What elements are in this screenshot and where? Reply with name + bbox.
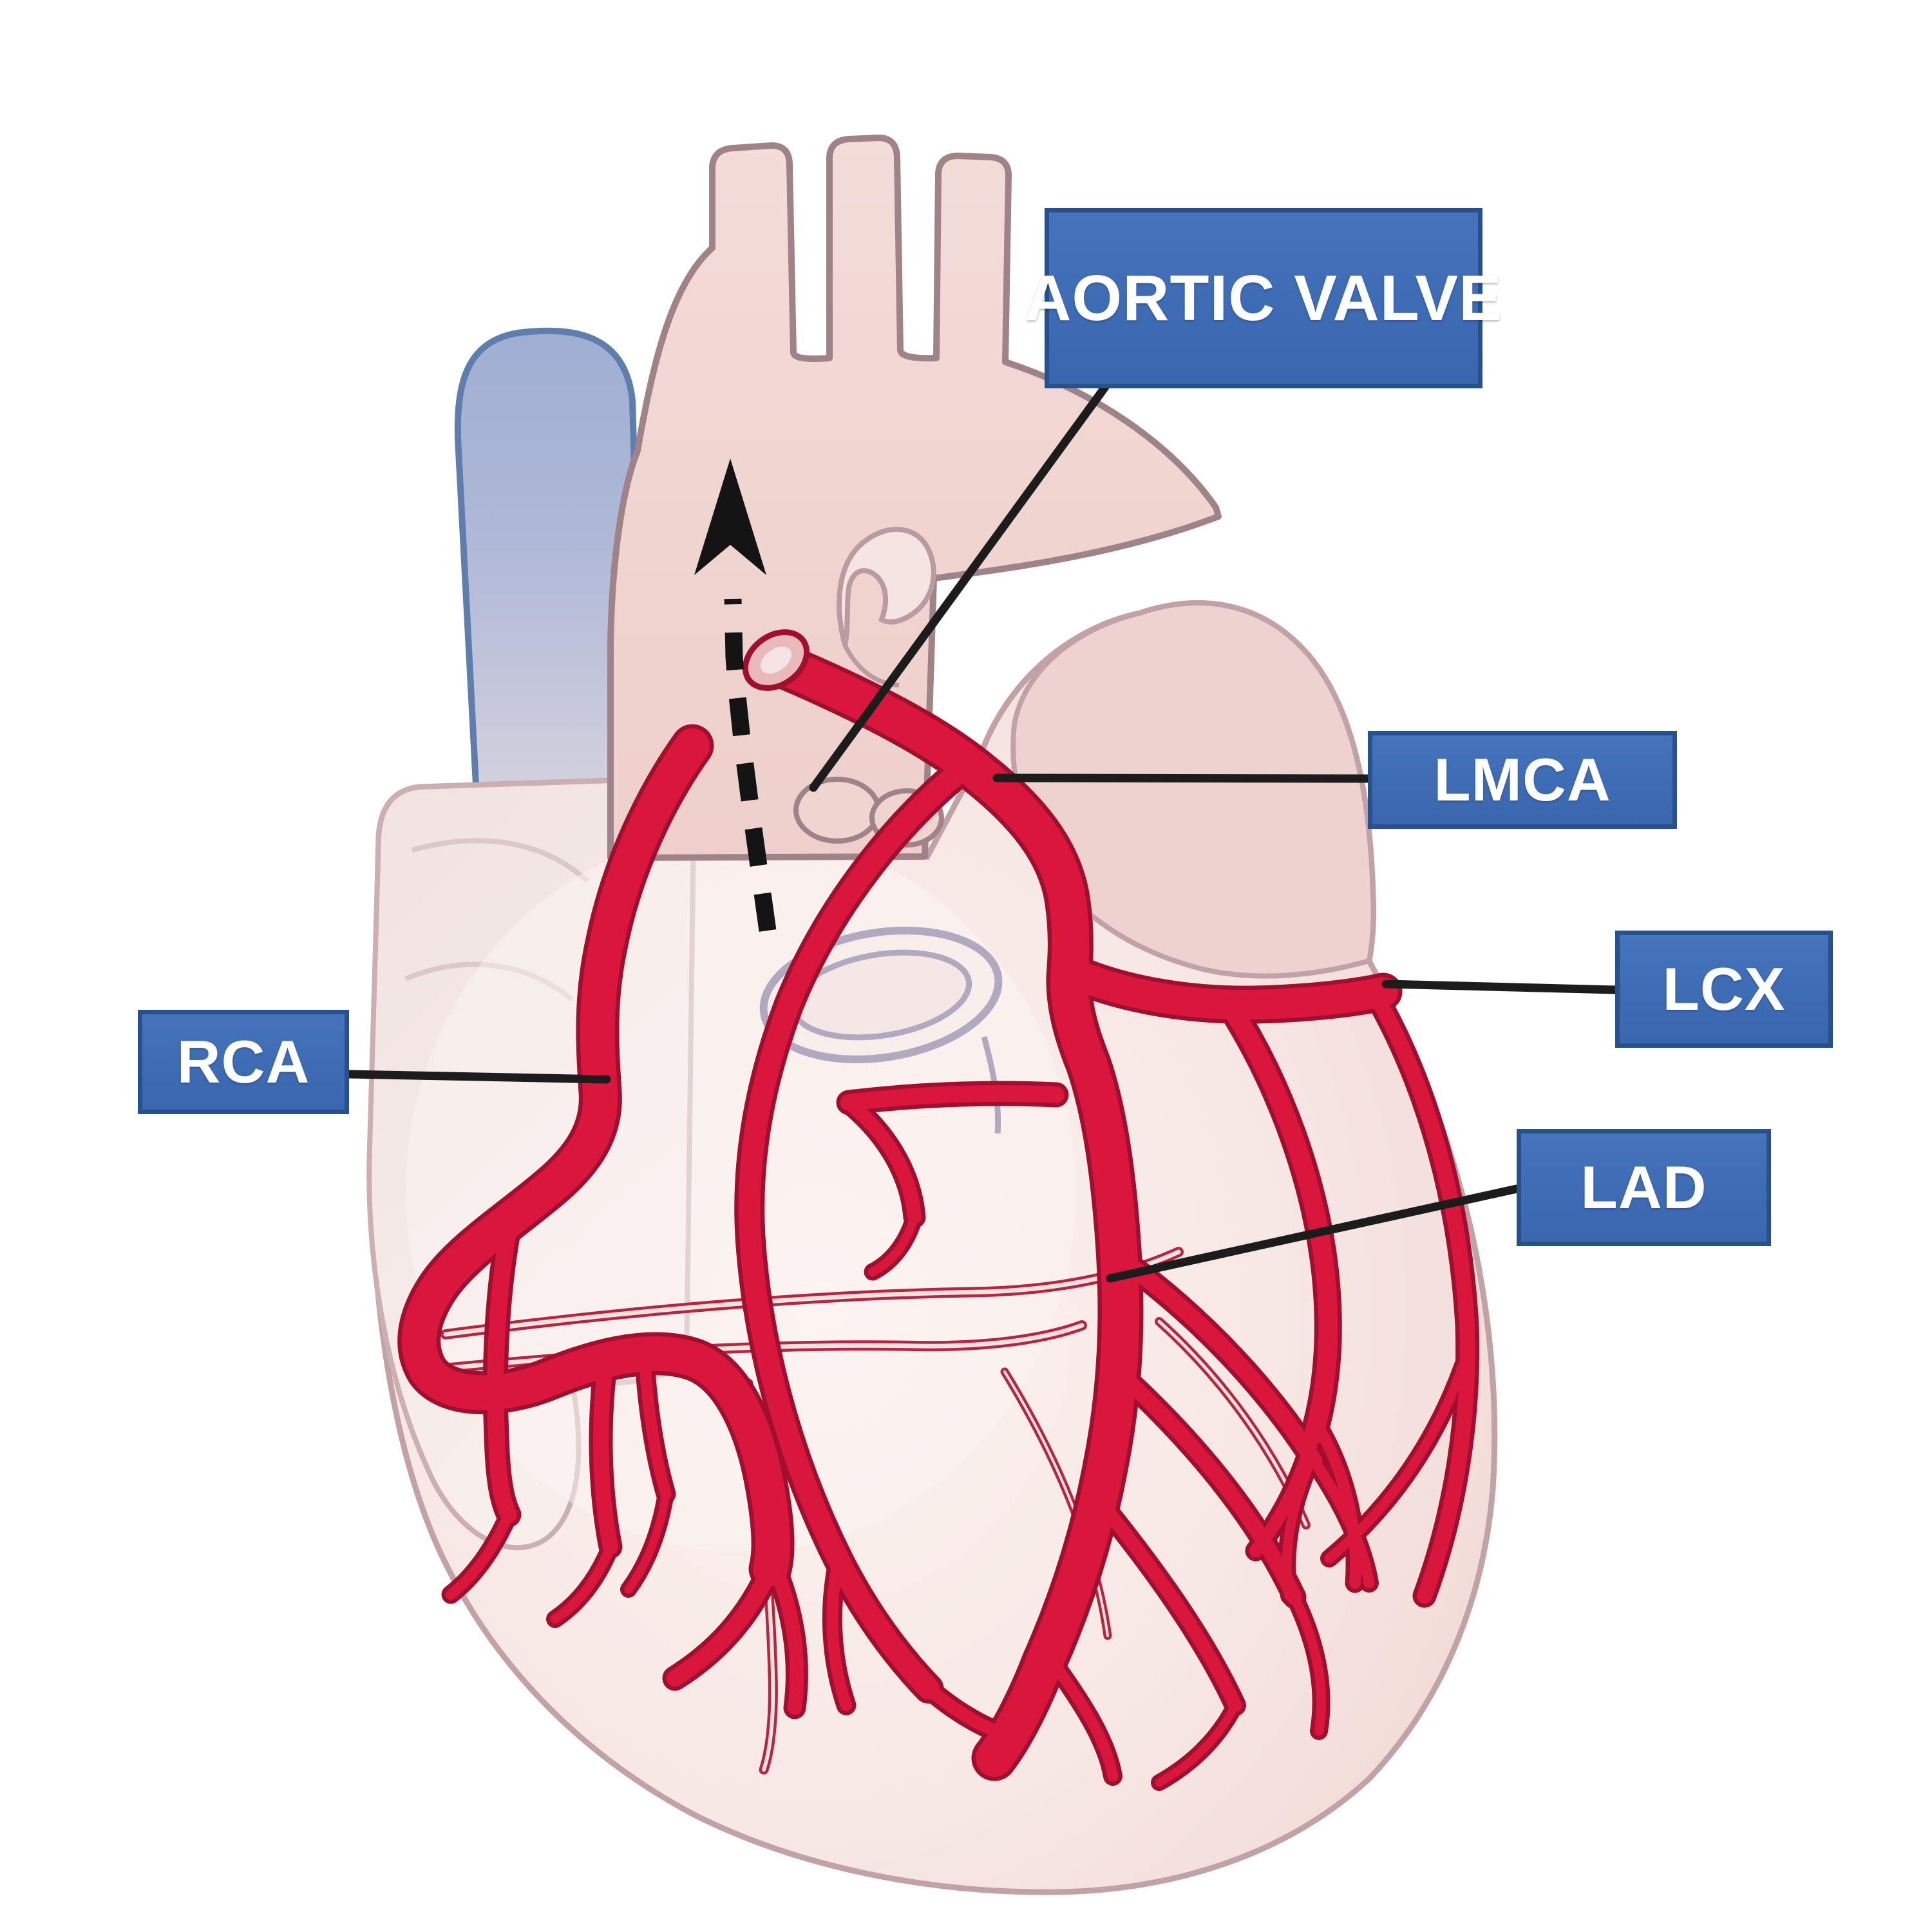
artery — [1155, 1701, 1240, 1787]
artery — [401, 728, 791, 1586]
label-lad: LAD — [1517, 1129, 1771, 1246]
artery — [840, 1085, 1065, 1111]
artery — [1312, 1420, 1362, 1589]
flow-arrow-dashes — [724, 598, 777, 932]
flow-arrow-head — [694, 459, 766, 575]
leader-aortic-valve — [809, 383, 1110, 792]
coronary-arteries — [397, 641, 1480, 1791]
label-rca: RCA — [138, 1010, 349, 1114]
artery — [764, 1551, 804, 1715]
artery — [1037, 1643, 1119, 1782]
artery — [1372, 994, 1475, 1604]
artery — [842, 1095, 922, 1224]
artery — [1088, 1488, 1242, 1712]
label-lcx: LCX — [1615, 931, 1833, 1048]
left-atrium-dome — [1010, 600, 1376, 979]
atrial-appendage-curl — [837, 527, 936, 647]
leader-lmca — [992, 773, 1372, 783]
artery — [638, 1344, 672, 1500]
artery — [1289, 1592, 1327, 1736]
cardiac-vein-lumen — [1003, 1370, 1109, 1637]
artery — [593, 1359, 618, 1555]
artery — [922, 1682, 1025, 1745]
leader-lines — [345, 383, 1620, 1283]
artery — [738, 755, 977, 1700]
leader-rca — [345, 1070, 611, 1084]
artery — [487, 1214, 518, 1523]
leader-lad — [1106, 1184, 1521, 1283]
artery — [1308, 1455, 1375, 1589]
label-aortic-valve: AORTIC VALVE — [1025, 208, 1502, 388]
artery — [1112, 1365, 1302, 1605]
artery — [1052, 955, 1398, 1020]
leader-lcx — [1381, 980, 1620, 994]
aortic-valve-cusp — [793, 777, 881, 844]
artery — [550, 1542, 616, 1624]
right-atrium-fold-line — [411, 838, 589, 883]
label-lmca: LMCA — [1368, 731, 1677, 829]
artery — [667, 1560, 779, 1687]
artery — [1110, 1249, 1322, 1469]
superior-vena-cava — [454, 327, 648, 800]
artery — [446, 1510, 514, 1600]
artery — [624, 1490, 670, 1594]
artery — [762, 646, 1139, 1777]
artery — [868, 1213, 919, 1276]
artery — [826, 1554, 852, 1711]
artery — [1220, 996, 1338, 1444]
lmca-cut-stub — [742, 629, 810, 691]
